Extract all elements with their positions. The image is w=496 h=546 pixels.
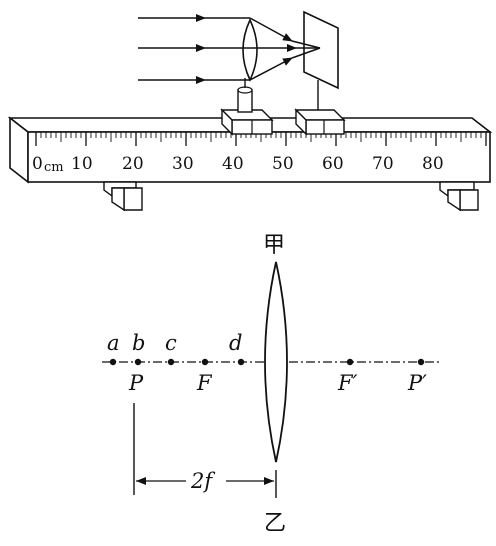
lens-holder	[220, 78, 274, 136]
ruler-label-80: 80	[422, 154, 444, 174]
bench-leg-right	[439, 181, 479, 212]
bench-front-face	[27, 131, 491, 183]
refracted-rays	[249, 17, 321, 81]
ruler-label-70: 70	[372, 154, 394, 174]
incident-rays	[138, 14, 250, 84]
ruler-label-10: 10	[71, 154, 93, 174]
bench-leg-left	[103, 181, 143, 212]
label-F: F	[196, 371, 213, 395]
label-b: b	[132, 331, 145, 355]
ruler-label-0: 0	[32, 154, 43, 174]
label-P: P	[128, 371, 144, 395]
point-P-prime	[417, 358, 425, 366]
label-F-prime: F′	[337, 371, 358, 395]
label-a: a	[107, 331, 120, 355]
optical-bench: 0 cm 10 20 30 40 50 60 70 80	[7, 116, 493, 212]
point-b	[134, 358, 142, 366]
light-screen	[303, 10, 339, 90]
screen-holder	[294, 80, 346, 136]
ruler-label-40: 40	[222, 154, 244, 174]
dimension-2f: 2f	[133, 403, 277, 498]
point-a	[109, 358, 117, 366]
axis-points	[109, 358, 425, 366]
point-d	[237, 358, 245, 366]
ruler-label-30: 30	[172, 154, 194, 174]
point-c	[167, 358, 175, 366]
bench-convex-lens	[242, 18, 258, 82]
diagram-convex-lens	[264, 261, 288, 463]
label-c: c	[165, 331, 177, 355]
dimension-label-2f: 2f	[190, 469, 215, 493]
label-d: d	[229, 331, 242, 355]
ruler-label-60: 60	[322, 154, 344, 174]
lens-top-label: 甲	[263, 233, 285, 258]
ruler-unit-label: cm	[44, 160, 64, 175]
lens-bottom-label: 乙	[264, 511, 286, 536]
point-F-prime	[346, 358, 354, 366]
ruler-ticks	[35, 132, 487, 146]
label-P-prime: P′	[407, 371, 427, 395]
ruler-label-20: 20	[122, 154, 144, 174]
point-F	[201, 358, 209, 366]
ruler-label-50: 50	[272, 154, 294, 174]
